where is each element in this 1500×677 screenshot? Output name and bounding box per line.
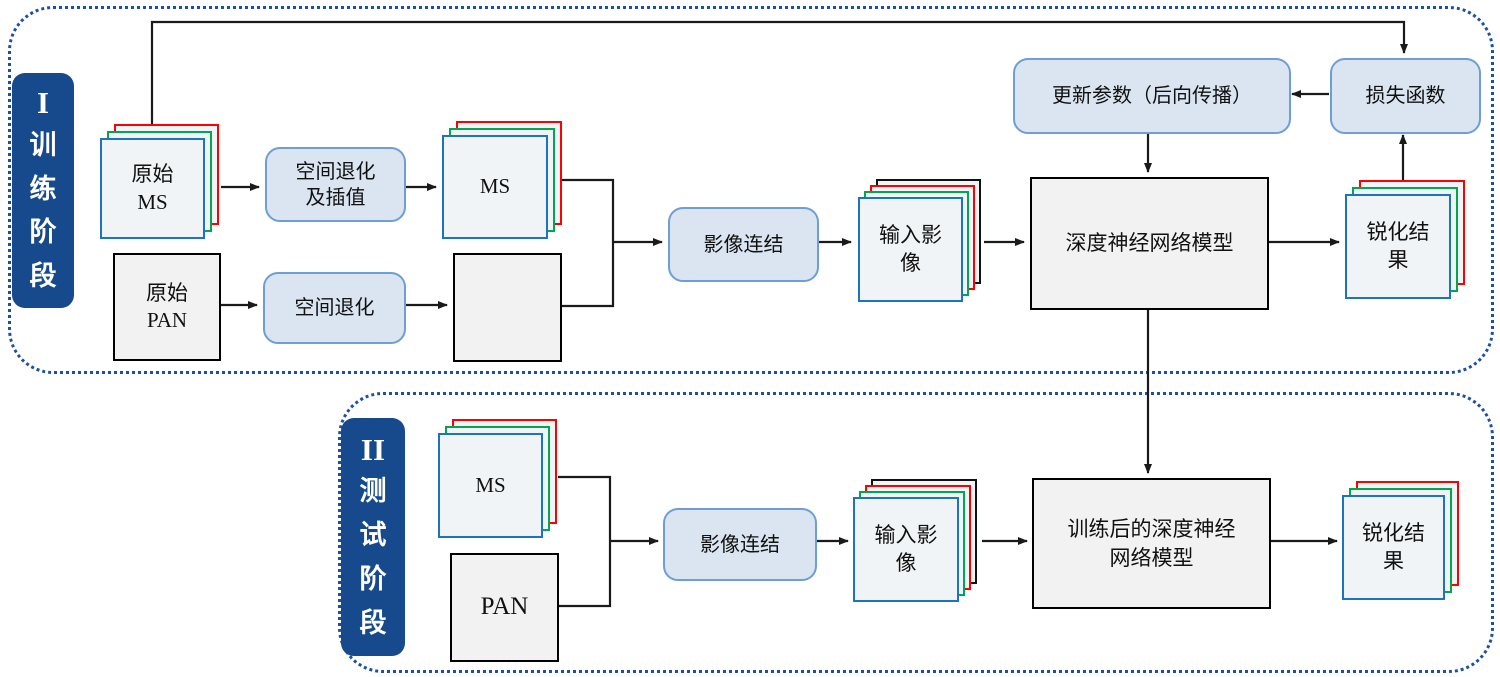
node-ms-test-stack: MS <box>438 419 557 538</box>
node-sharpen-result-test: 锐化结 果 <box>1342 495 1445 600</box>
stage-name: 测试阶段 <box>359 476 387 638</box>
node-input-image-train: 输入影 像 <box>858 197 963 302</box>
node-dnn-model: 深度神经网络模型 <box>1030 177 1269 310</box>
node-ms-test: MS <box>438 433 543 538</box>
stage-name: 训练阶段 <box>29 129 57 292</box>
node-sharpen-result-train-stack: 锐化结 果 <box>1345 180 1465 299</box>
training-stage-frame <box>8 6 1494 374</box>
node-raw-ms: 原始 MS <box>100 138 205 239</box>
node-trained-dnn-model: 训练后的深度神经 网络模型 <box>1032 478 1271 609</box>
node-input-image-test: 输入影 像 <box>853 497 959 602</box>
node-image-concat-train: 影像连结 <box>668 207 819 282</box>
node-pan-train <box>453 253 562 362</box>
node-raw-pan: 原始 PAN <box>113 253 221 361</box>
node-raw-ms-stack: 原始 MS <box>100 124 219 239</box>
node-input-image-train-stack: 输入影 像 <box>858 179 981 302</box>
stage-numeral: II <box>360 431 386 467</box>
stage-numeral: I <box>36 85 50 121</box>
stage-label-training: I 训练阶段 <box>12 73 74 308</box>
node-input-image-test-stack: 输入影 像 <box>853 479 977 602</box>
node-sharpen-result-test-stack: 锐化结 果 <box>1342 481 1459 600</box>
node-loss-function: 损失函数 <box>1330 58 1481 134</box>
node-update-parameters: 更新参数（后向传播） <box>1013 58 1291 134</box>
node-ms-train: MS <box>442 135 548 239</box>
stage-label-testing: II 测试阶段 <box>341 418 405 656</box>
node-spatial-degradation: 空间退化 <box>263 272 406 344</box>
node-ms-train-stack: MS <box>442 121 562 239</box>
node-spatial-degradation-interpolation: 空间退化 及插值 <box>265 147 406 222</box>
testing-stage-frame <box>338 392 1494 673</box>
node-pan-test: PAN <box>450 553 559 662</box>
node-sharpen-result-train: 锐化结 果 <box>1345 194 1451 299</box>
node-image-concat-test: 影像连结 <box>663 508 817 581</box>
